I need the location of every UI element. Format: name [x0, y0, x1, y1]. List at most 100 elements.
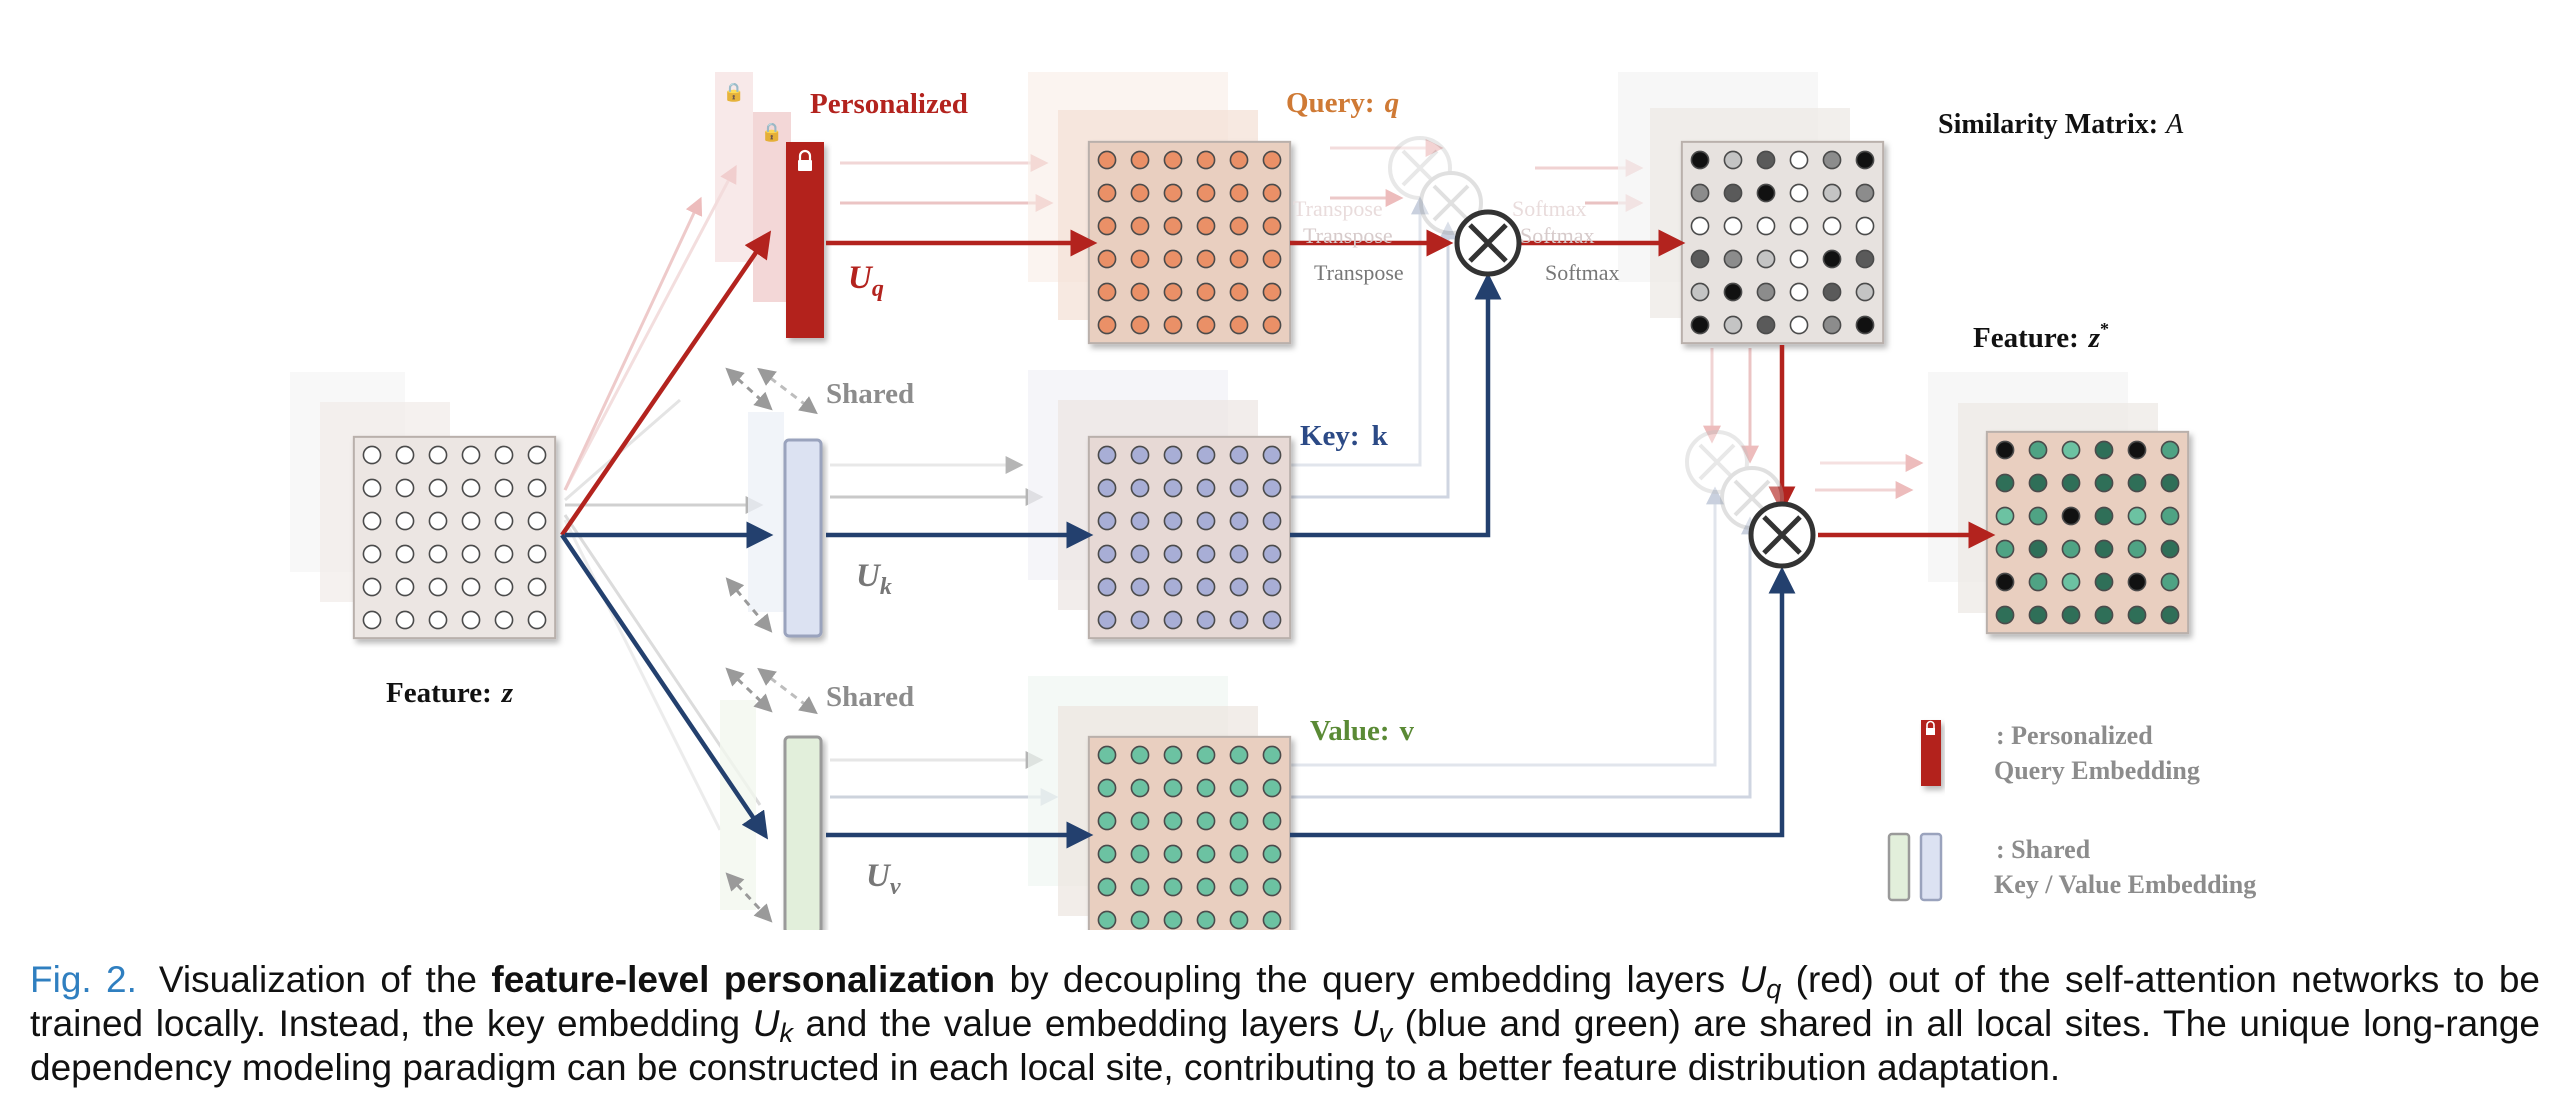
output-matrix-dot [2160, 440, 2180, 460]
similarity-matrix-dot [1789, 183, 1809, 203]
value-matrix-dot [1097, 778, 1117, 798]
query-matrix-dot [1163, 150, 1183, 170]
output-matrix-dot [2061, 539, 2081, 559]
key-matrix-dot [1229, 511, 1249, 531]
similarity-matrix-dot [1756, 315, 1776, 335]
key-matrix-dot [1097, 544, 1117, 564]
personalized-label: Personalized [810, 88, 968, 120]
key-matrix-dot [1262, 610, 1282, 630]
key-matrix-dot [1196, 544, 1216, 564]
input-matrix-dot [395, 544, 415, 564]
input-feature-matrix [290, 372, 557, 640]
input-matrix-dot [527, 445, 547, 465]
query-matrix-dot [1097, 315, 1117, 335]
query-matrix-dot [1262, 216, 1282, 236]
output-feature-matrix [1928, 372, 2190, 635]
ghost-softmax-label: Softmax [1520, 223, 1595, 248]
key-matrix-dot [1130, 544, 1150, 564]
multiply-icon-attention [1454, 209, 1522, 277]
key-matrix-dot [1196, 577, 1216, 597]
similarity-matrix-dot [1822, 150, 1842, 170]
query-matrix-dot [1196, 282, 1216, 302]
output-matrix-dot [2028, 506, 2048, 526]
query-embedding-block: 🔒 🔒 [715, 72, 824, 338]
input-matrix-dot [494, 445, 514, 465]
key-matrix-dot [1163, 478, 1183, 498]
query-matrix-dot [1163, 315, 1183, 335]
key-matrix-dot [1229, 577, 1249, 597]
legend-shared-swatch [1887, 832, 1943, 902]
output-matrix-dot [2160, 605, 2180, 625]
query-matrix-dot [1097, 216, 1117, 236]
similarity-label: Similarity Matrix:A [1938, 109, 2184, 140]
query-matrix-dot [1229, 183, 1249, 203]
output-matrix-dot [2127, 539, 2147, 559]
uk-label: Uk [856, 558, 892, 600]
key-matrix-dot [1262, 445, 1282, 465]
value-matrix-dot [1097, 745, 1117, 765]
key-matrix-dot [1130, 478, 1150, 498]
key-matrix-dot [1262, 478, 1282, 498]
key-matrix-dot [1163, 610, 1183, 630]
similarity-matrix-dot [1822, 282, 1842, 302]
value-matrix-dot [1097, 910, 1117, 930]
uq-block [786, 142, 824, 338]
multiply-icon-ghosts [1388, 136, 1784, 530]
lock-icon [798, 149, 812, 171]
input-matrix-dot [428, 577, 448, 597]
query-matrix-background [1087, 140, 1292, 345]
query-matrix-dot [1262, 249, 1282, 269]
value-matrix-dot [1196, 778, 1216, 798]
input-matrix-dot [395, 610, 415, 630]
value-matrix-dot [1262, 844, 1282, 864]
input-matrix-dot [494, 544, 514, 564]
similarity-matrix-dot [1690, 216, 1710, 236]
similarity-matrix-dot [1756, 150, 1776, 170]
output-matrix-dot [2061, 506, 2081, 526]
query-matrix-dot [1130, 282, 1150, 302]
output-matrix-dot [2061, 473, 2081, 493]
value-matrix-dot [1229, 778, 1249, 798]
query-matrix-dot [1196, 216, 1216, 236]
output-matrix-dot [2028, 440, 2048, 460]
query-matrix [1028, 72, 1292, 345]
value-matrix-dot [1097, 877, 1117, 897]
input-feature-label: Feature:z [386, 677, 514, 709]
shared-value-label: Shared [826, 681, 914, 713]
input-matrix-dot [362, 610, 382, 630]
legend: : Personalized Query Embedding : Shared … [1887, 720, 2256, 902]
svg-text:🔒: 🔒 [761, 122, 783, 142]
value-matrix-dot [1130, 778, 1150, 798]
input-matrix-dot [362, 511, 382, 531]
query-matrix-dot [1262, 282, 1282, 302]
input-matrix-dot [362, 577, 382, 597]
output-matrix-dot [2127, 440, 2147, 460]
similarity-matrix-dot [1690, 315, 1710, 335]
legend-personalized-swatch [1921, 720, 1941, 786]
transpose-label: Transpose [1314, 260, 1404, 285]
output-matrix-dot [2094, 473, 2114, 493]
output-matrix-dot [2094, 605, 2114, 625]
output-matrix-dot [2160, 506, 2180, 526]
figure-number: Fig. 2. [30, 959, 137, 1000]
ghost-softmax-label: Softmax [1512, 196, 1587, 221]
key-matrix-dot [1196, 610, 1216, 630]
input-matrix-dot [494, 478, 514, 498]
feature-personalization-diagram: 🔒 🔒 [290, 72, 2257, 930]
output-matrix-dot [2127, 473, 2147, 493]
input-matrix-dot [428, 544, 448, 564]
query-matrix-dot [1229, 249, 1249, 269]
value-matrix-dot [1163, 877, 1183, 897]
query-matrix-dot [1130, 315, 1150, 335]
query-matrix-dot [1196, 315, 1216, 335]
value-matrix-dot [1262, 811, 1282, 831]
output-matrix-dot [2061, 572, 2081, 592]
query-matrix-dot [1196, 150, 1216, 170]
shared-dashed-arrows [725, 367, 818, 923]
input-matrix-dot [428, 511, 448, 531]
legend-shared-line2: Key / Value Embedding [1994, 870, 2256, 899]
key-matrix-dot [1097, 478, 1117, 498]
input-matrix-dot [362, 544, 382, 564]
input-matrix-dot [494, 610, 514, 630]
key-matrix-dot [1229, 610, 1249, 630]
